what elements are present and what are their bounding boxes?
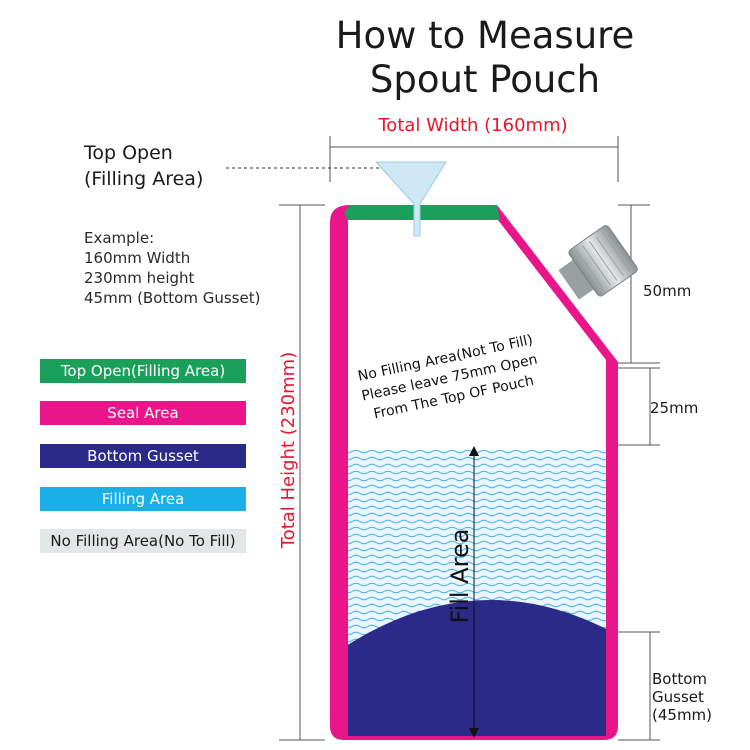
fill-area-label: Fill Area — [446, 529, 474, 624]
right-dimensions — [618, 204, 660, 741]
top-open-line-2: (Filling Area) — [84, 168, 204, 190]
fill-area-arrow — [469, 446, 479, 738]
page-title-line-1: How to Measure — [335, 14, 635, 57]
example-block: Example: 160mm Width 230mm height 45mm (… — [84, 228, 260, 308]
top-open-band — [344, 205, 500, 220]
total-height-dimension — [279, 204, 325, 741]
example-gusset: 45mm (Bottom Gusset) — [84, 289, 261, 307]
bottom-gusset-line-1: Bottom — [652, 670, 708, 688]
legend-item-top-open: Top Open(Filling Area) — [40, 359, 246, 383]
legend-item-seal-area: Seal Area — [40, 401, 246, 425]
no-fill-offset-label: 25mm — [650, 399, 699, 417]
spout-icon — [558, 225, 638, 300]
bottom-gusset — [348, 600, 606, 736]
top-open-label: Top Open (Filling Area) — [84, 140, 203, 192]
example-height: 230mm height — [84, 269, 195, 287]
top-open-line-1: Top Open — [84, 142, 173, 164]
total-height-label: Total Height (230mm) — [278, 352, 299, 549]
legend-item-filling-area: Filling Area — [40, 487, 246, 511]
spout-offset-label: 50mm — [643, 282, 692, 300]
example-width: 160mm Width — [84, 249, 191, 267]
page-title-line-2: Spout Pouch — [369, 58, 601, 101]
legend-item-bottom-gusset: Bottom Gusset — [40, 444, 246, 468]
bottom-gusset-label: Bottom Gusset (45mm) — [652, 670, 712, 724]
bottom-gusset-line-2: Gusset — [652, 688, 704, 706]
total-width-label: Total Width (160mm) — [378, 115, 568, 136]
example-heading: Example: — [84, 229, 155, 247]
bottom-gusset-line-3: (45mm) — [652, 706, 713, 724]
funnel-icon — [374, 161, 447, 237]
legend-item-no-filling-area: No Filling Area(No To Fill) — [40, 529, 246, 553]
total-width-dimension — [329, 136, 619, 182]
